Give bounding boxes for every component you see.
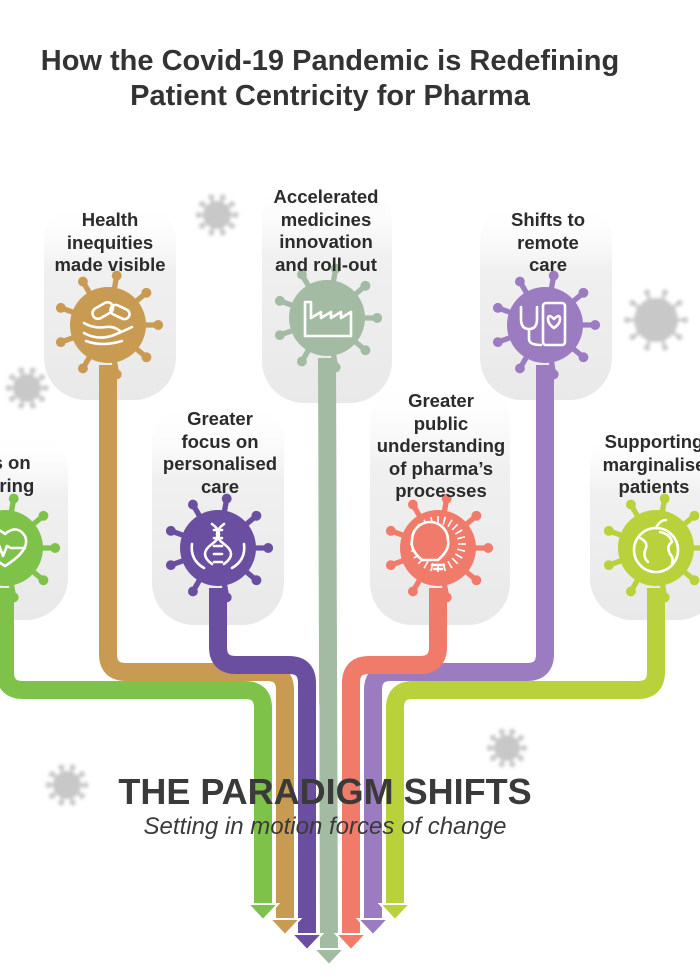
branch-lines: [0, 357, 665, 960]
light-bulb-icon: [410, 516, 466, 572]
arrowhead-public-understanding: [333, 933, 369, 952]
background-virus-icons: [5, 194, 689, 806]
branch-line-remote-care: [364, 365, 554, 921]
background-virus-icon: [623, 289, 689, 351]
node-remote-care: [492, 270, 601, 380]
arrowhead-personalised-care: [289, 933, 325, 952]
branch-line-data-sharing: [0, 588, 272, 906]
background-virus-icon: [195, 194, 239, 236]
heart-pulse-binary-icon: [0, 528, 28, 568]
paradigm-shifts-title: THE PARADIGM SHIFTS: [118, 771, 532, 812]
background-virus-icon: [5, 367, 49, 409]
label-data-sharing: us on haring: [0, 452, 35, 496]
node-data-sharing: [0, 493, 61, 603]
arrowhead-marginalised-patients: [377, 903, 413, 922]
arrowhead-data-sharing: [245, 903, 281, 922]
label-public-understanding: Greater public understanding of pharma’s…: [376, 390, 506, 501]
label-health-inequities: Health inequities made visible: [54, 209, 166, 275]
branch-line-marginalised-patients: [386, 588, 665, 906]
branch-line-public-understanding: [342, 588, 447, 936]
label-remote-care: Shifts to remote care: [511, 209, 585, 275]
page-title: How the Covid-19 Pandemic is Redefining …: [0, 44, 660, 114]
node-accelerated-innovation: [274, 263, 383, 373]
node-marginalised-patients: [603, 493, 700, 603]
branch-nodes: [0, 263, 700, 603]
arrowhead-accelerated-innovation: [311, 948, 347, 967]
arrowheads: [245, 903, 413, 967]
background-virus-icon: [486, 728, 528, 768]
arrowhead-health-inequities: [267, 918, 303, 937]
title-line-2: Patient Centricity for Pharma: [130, 80, 530, 112]
node-public-understanding: [385, 493, 494, 603]
label-accelerated-innovation: Accelerated medicines innovation and rol…: [273, 186, 379, 275]
label-marginalised-patients: Supporting marginalise patients: [602, 431, 700, 497]
branch-line-personalised-care: [209, 588, 316, 936]
paradigm-shifts-subtitle: Setting in motion forces of change: [143, 813, 507, 840]
pills-in-hands-icon: [82, 301, 134, 346]
node-personalised-care: [165, 493, 274, 603]
title-line-1: How the Covid-19 Pandemic is Redefining: [40, 45, 620, 77]
node-health-inequities: [55, 270, 164, 380]
dna-in-hands-icon: [190, 522, 246, 570]
globe-icon: [632, 518, 680, 574]
phone-stethoscope-icon: [519, 301, 567, 347]
arrowhead-remote-care: [355, 918, 391, 937]
factory-icon: [303, 300, 353, 338]
branch-line-accelerated-innovation: [318, 357, 338, 952]
background-virus-icon: [45, 764, 89, 806]
branch-line-health-inequities: [99, 365, 294, 921]
label-personalised-care: Greater focus on personalised care: [162, 408, 278, 497]
